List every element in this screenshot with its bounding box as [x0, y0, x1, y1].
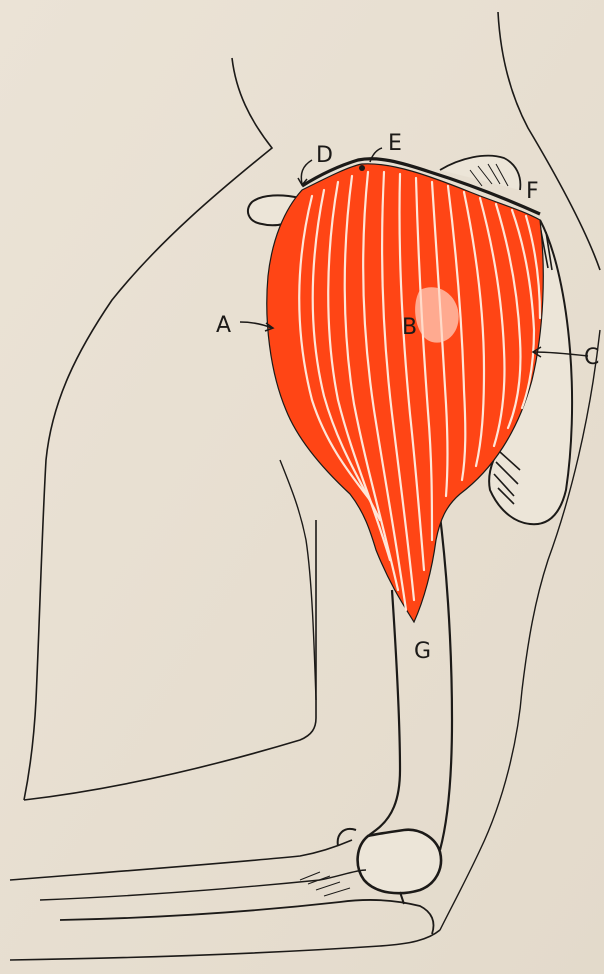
label-b: B: [402, 315, 417, 340]
elbow-joint: [358, 830, 441, 893]
label-e: E: [388, 131, 402, 156]
label-d: D: [316, 143, 333, 168]
label-g: G: [414, 639, 431, 664]
label-a: A: [216, 313, 231, 338]
label-c: C: [584, 345, 599, 370]
label-f: F: [526, 179, 539, 204]
origin-point-e: [359, 165, 365, 171]
